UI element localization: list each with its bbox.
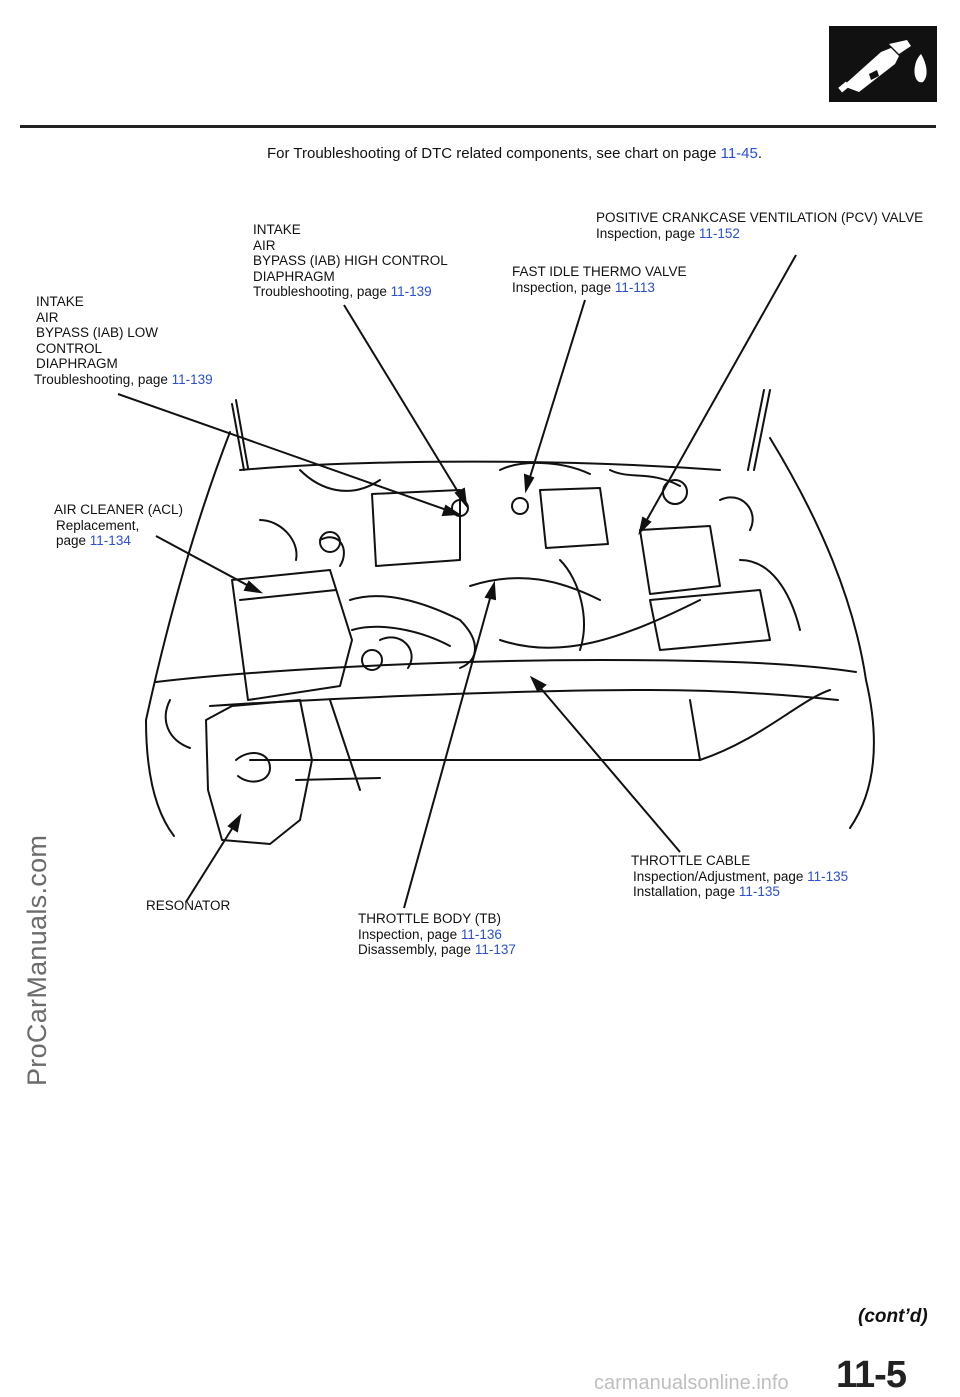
callout-throttle-cable: THROTTLE CABLE Inspection/Adjustment, pa… [631,853,849,899]
acl-page-link[interactable]: 11-134 [89,533,131,548]
throttle-body-disassembly-page-link[interactable]: 11-137 [474,942,516,957]
fast-idle-page-link[interactable]: 11-113 [614,279,655,295]
callout-air-cleaner: AIR CLEANER (ACL) Replacement, page 11-1… [54,502,184,548]
intro-page-link[interactable]: 11-45 [720,145,758,162]
fuel-nozzle-icon [838,40,927,93]
section-icon-box [829,26,937,102]
continued-label: (cont’d) [858,1306,928,1327]
side-watermark: ProCarManuals.com [22,834,52,1086]
throttle-cable-adjust-page-link[interactable]: 11-135 [807,868,849,884]
callout-pcv-valve: POSITIVE CRANKCASE VENTILATION (PCV) VAL… [596,210,924,241]
callout-iab-low-control-diaphragm: INTAKE AIR BYPASS (IAB) LOW CONTROL DIAP… [34,294,213,387]
iab-low-page-link[interactable]: 11-139 [171,371,213,387]
iab-high-page-link[interactable]: 11-139 [390,284,432,299]
header-rule [20,125,936,128]
callout-throttle-body: THROTTLE BODY (TB) Inspection, page 11-1… [358,911,516,957]
footer-site-watermark: carmanualsonline.info [594,1372,789,1394]
page-number: 11-5 [836,1354,907,1396]
throttle-cable-install-page-link[interactable]: 11-135 [738,884,780,899]
callout-iab-high-control-diaphragm: INTAKE AIR BYPASS (IAB) HIGH CONTROL DIA… [253,222,448,299]
throttle-body-inspection-page-link[interactable]: 11-136 [460,926,502,942]
intro-text: For Troubleshooting of DTC related compo… [267,145,763,162]
pcv-page-link[interactable]: 11-152 [698,225,740,241]
callout-resonator: RESONATOR [146,898,231,913]
callout-fast-idle-thermo-valve: FAST IDLE THERMO VALVE Inspection, page … [512,264,687,295]
